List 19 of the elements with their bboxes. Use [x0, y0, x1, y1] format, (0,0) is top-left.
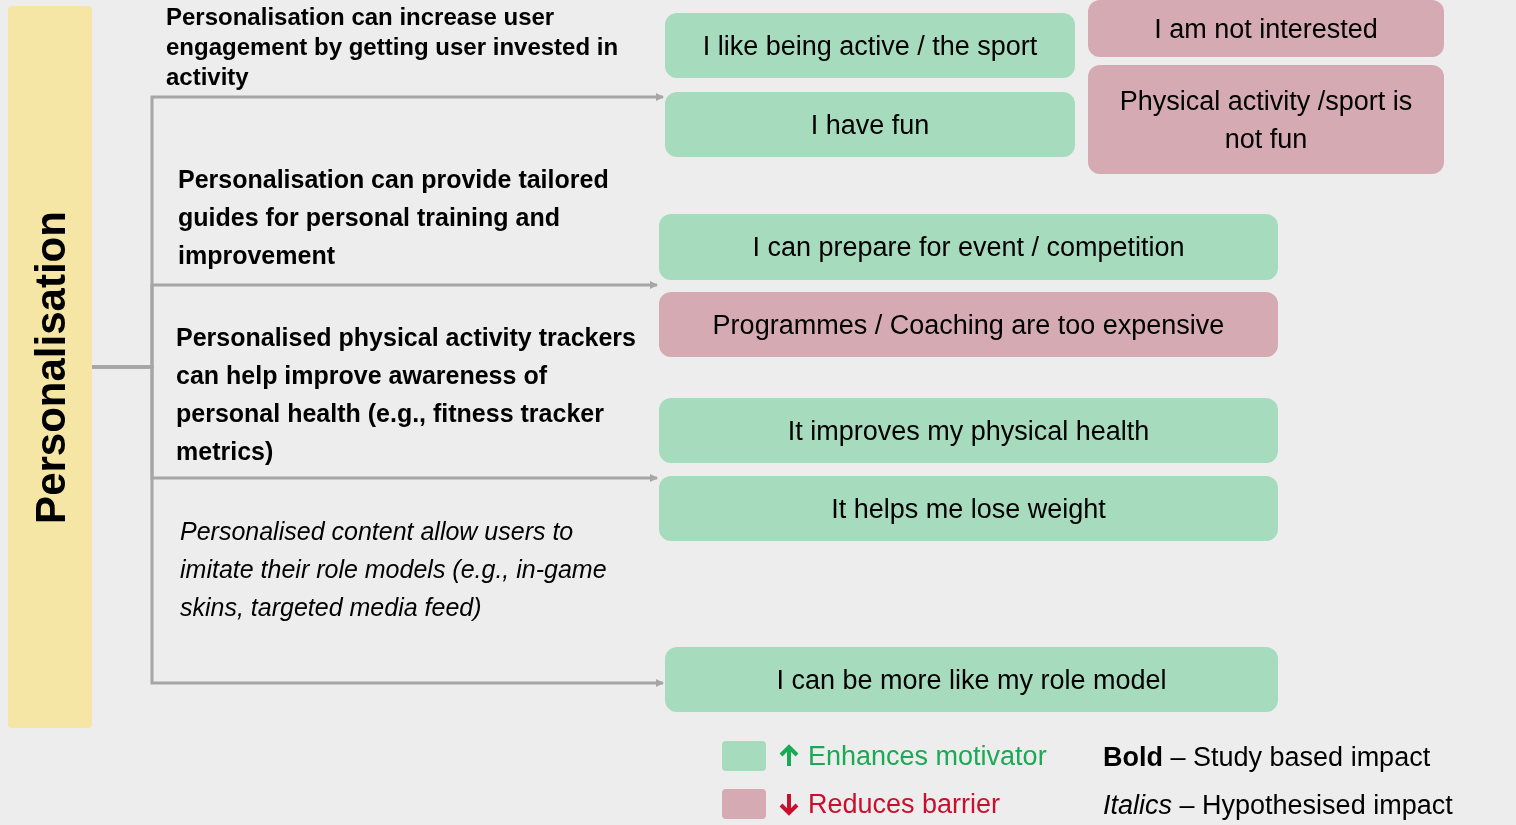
statement-box: It helps me lose weight [659, 476, 1278, 541]
edge-label: Personalised content allow users to imitate their role models (e.g., in-game skins, targeted media feed) [180, 516, 608, 623]
category-title: Personalisation [25, 210, 75, 524]
statement-box: I can be more like my role model [665, 647, 1278, 712]
statement-box: Physical activity /sport is not fun [1088, 65, 1444, 174]
category-band [8, 6, 92, 728]
statement-box: I have fun [665, 92, 1075, 157]
edge-label: Personalised physical activity trackers can help improve awareness of personal health (e.g., fitness tracker metrics) [176, 322, 636, 467]
edge-label: Personalisation can provide tailored guides for personal training and improvement [178, 164, 610, 271]
edge-label: Personalisation can increase user engagement by getting user invested in activity [166, 2, 620, 92]
legend-note: Bold – Study based impact [1103, 741, 1431, 774]
statement-box: I can prepare for event / competition [659, 214, 1278, 280]
statement-box: Programmes / Coaching are too expensive [659, 292, 1278, 357]
legend-label: Enhances motivator [808, 740, 1047, 773]
statement-box: It improves my physical health [659, 398, 1278, 463]
legend-note: Italics – Hypothesised impact [1103, 789, 1453, 822]
statement-box: I am not interested [1088, 0, 1444, 57]
statement-box: I like being active / the sport [665, 13, 1075, 78]
legend-label: Reduces barrier [808, 788, 1001, 821]
